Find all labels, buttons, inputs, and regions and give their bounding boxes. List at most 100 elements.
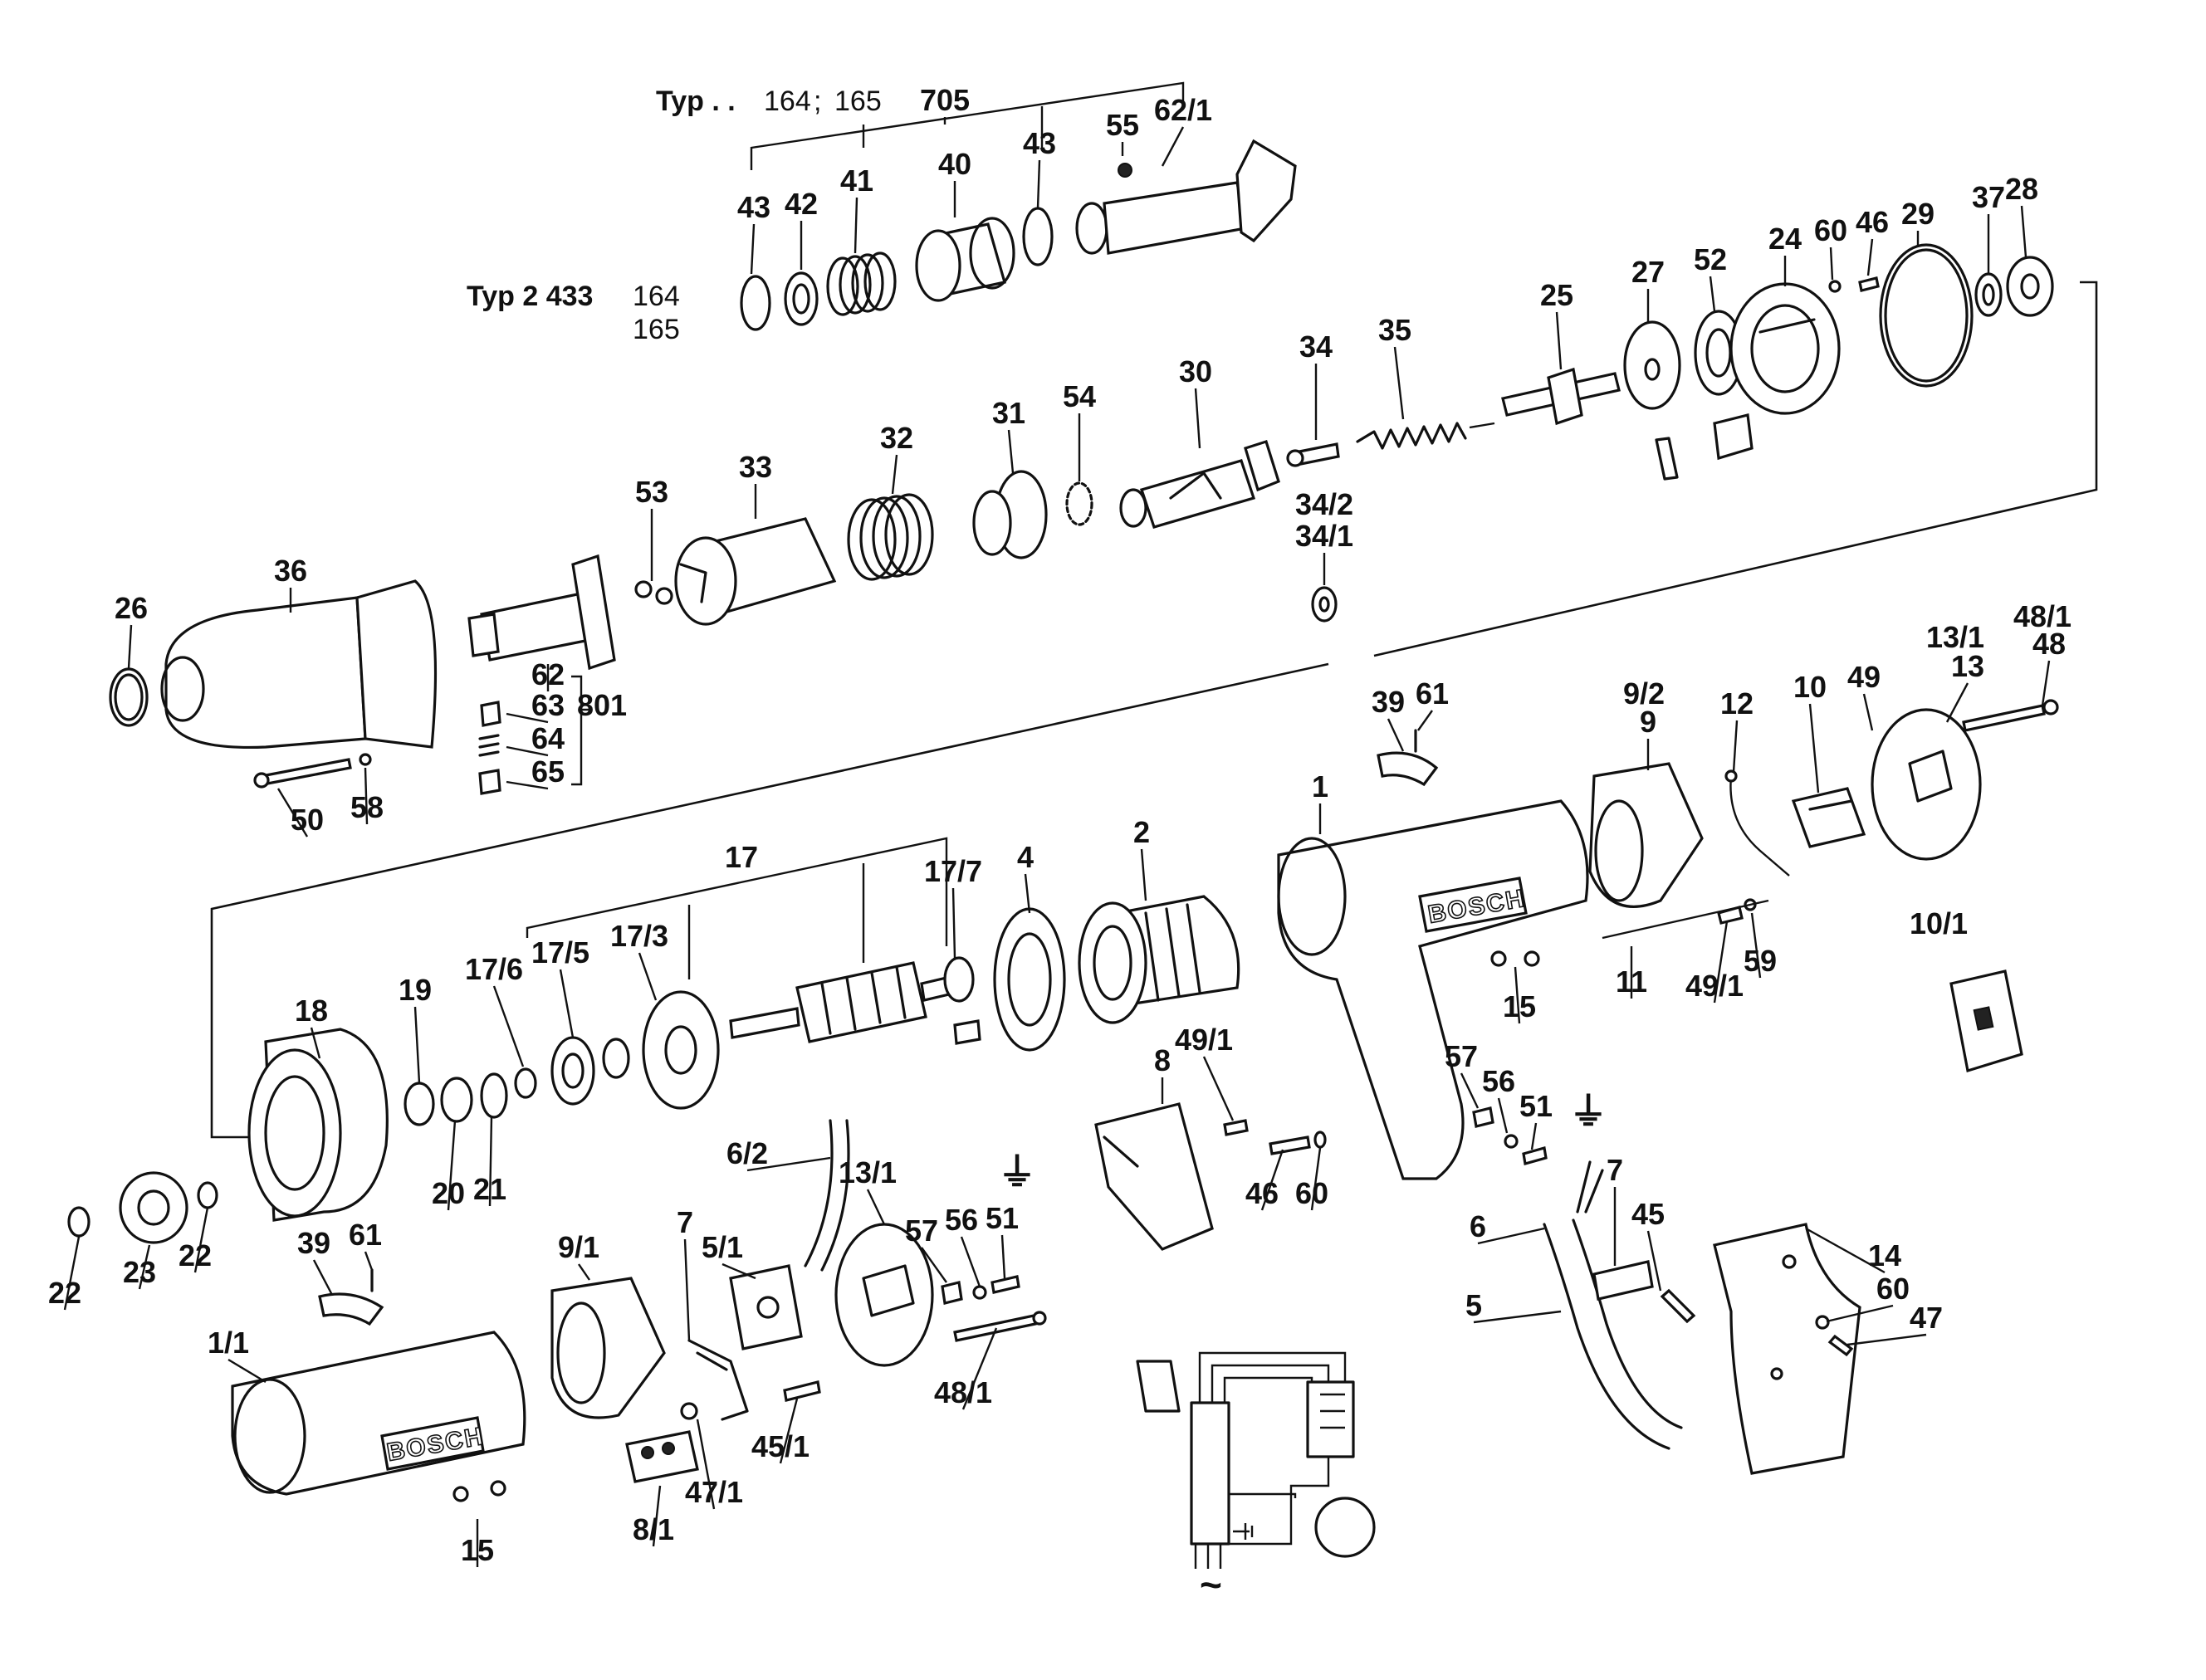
leader-p23 [138, 1244, 151, 1290]
callout-p65: 65 [531, 755, 565, 789]
callout-p17_5: 17/5 [531, 935, 589, 969]
leader-p49 [1862, 693, 1874, 731]
leader-p39a [1387, 718, 1405, 752]
typ-b-164: 164 [633, 281, 680, 312]
callout-p37: 37 [1972, 180, 2005, 214]
leader-p20 [447, 1120, 457, 1211]
leader-p52 [1709, 276, 1716, 312]
shaft-25-shape [1501, 367, 1621, 426]
lower-group: BOSCH [67, 1102, 1861, 1569]
callout-p10_1: 10/1 [1910, 906, 1968, 940]
leader-p17_3 [638, 952, 658, 1001]
leader-p15a [1514, 966, 1521, 1024]
callout-p6: 6 [1470, 1209, 1486, 1243]
callout-p56a: 56 [1482, 1064, 1515, 1098]
leader-p61a [1417, 710, 1433, 731]
callout-p19: 19 [399, 973, 432, 1007]
leader-p21 [488, 1116, 493, 1207]
callout-p48_1b: 48/1 [934, 1375, 992, 1409]
callout-p60a: 60 [1814, 213, 1847, 247]
callout-p33: 33 [739, 450, 772, 484]
clutch-group [109, 243, 2098, 1139]
leader-p60a [1829, 247, 1834, 281]
callout-p63: 63 [531, 688, 565, 722]
stator-2-shape [1078, 895, 1240, 1024]
callout-p32: 32 [880, 421, 913, 455]
leader-p39b [312, 1259, 334, 1296]
ground-icon-lower: ⏚ [998, 1150, 1036, 1194]
leader-p6_2 [746, 1156, 831, 1172]
callout-p17: 17 [725, 840, 758, 874]
callout-p55: 55 [1106, 108, 1139, 142]
callout-p28: 28 [2005, 172, 2038, 206]
typ-number-164: 164 [764, 85, 811, 117]
leader-p57a [1460, 1072, 1480, 1109]
typ-number-165: 165 [834, 85, 882, 117]
callout-p8: 8 [1154, 1043, 1171, 1077]
callout-p4: 4 [1017, 840, 1034, 874]
cover-9-shape [1588, 762, 1704, 908]
callout-leader-lines [63, 117, 2051, 1567]
leader-p5 [1473, 1310, 1562, 1324]
spring-41-shape [826, 252, 897, 316]
leader-p32 [891, 454, 898, 495]
sleeve-40-shape [915, 217, 1015, 302]
leader-p56b [960, 1236, 981, 1287]
callout-p39b: 39 [297, 1226, 330, 1260]
callout-p7a: 7 [1607, 1153, 1623, 1187]
callout-p43a: 43 [737, 190, 770, 224]
callout-p57a: 57 [1445, 1039, 1478, 1073]
leader-p13 [1945, 682, 1969, 723]
leader-p19 [413, 1006, 421, 1084]
leader-p56a [1497, 1097, 1509, 1134]
callout-p29: 29 [1901, 197, 1935, 231]
leader-p48 [2041, 660, 2051, 706]
callout-p14: 14 [1868, 1238, 1901, 1272]
callout-p42: 42 [785, 187, 818, 221]
motor-housing-1-1-shape: BOSCH [231, 1331, 526, 1502]
callout-p18: 18 [295, 994, 328, 1028]
anvil-62-shape [467, 554, 616, 671]
callout-p2: 2 [1133, 815, 1150, 849]
callout-p52: 52 [1694, 242, 1727, 276]
callout-p45: 45 [1631, 1197, 1665, 1231]
armature-17-shape [729, 961, 951, 1043]
callout-p801: 801 [577, 688, 627, 722]
leader-p51a [1530, 1122, 1538, 1150]
typ-b-165: 165 [633, 314, 680, 345]
callout-p47: 47 [1910, 1301, 1943, 1335]
callout-p36: 36 [274, 554, 307, 588]
switch-8-shape [1094, 1102, 1214, 1251]
terminal-block-8-1-shape [625, 1430, 699, 1483]
callout-p40: 40 [938, 147, 971, 181]
callout-p34: 34 [1299, 330, 1333, 364]
circlip-43-shape [740, 275, 771, 331]
callout-p9_1: 9/1 [558, 1230, 599, 1264]
callout-p50: 50 [291, 803, 324, 837]
wiring-schematic [1136, 1351, 1376, 1569]
callout-p45_1: 45/1 [751, 1429, 810, 1463]
leader-p28 [2020, 205, 2027, 258]
callout-p5: 5 [1465, 1288, 1482, 1322]
type-header: Typ . . 164 ; 165 Typ 2 433 164 165 [467, 85, 882, 345]
leader-p18 [310, 1027, 321, 1059]
callout-p47_1: 47/1 [685, 1475, 743, 1509]
callout-p54: 54 [1063, 379, 1096, 413]
leader-p46a [1866, 238, 1874, 276]
leader-p65 [506, 780, 549, 790]
leader-p17_5 [559, 969, 575, 1038]
leader-p58 [364, 767, 369, 825]
callout-p1: 1 [1312, 769, 1328, 803]
callout-p61b: 61 [349, 1218, 382, 1252]
leader-p64 [506, 745, 549, 757]
callout-p39a: 39 [1372, 685, 1405, 719]
callout-p12: 12 [1720, 686, 1754, 720]
callout-p51b: 51 [986, 1201, 1019, 1235]
leader-p10 [1808, 703, 1820, 794]
callout-p60c: 60 [1876, 1272, 1910, 1306]
leader-p59 [1750, 912, 1762, 979]
callout-p56b: 56 [945, 1203, 978, 1237]
handle-14-shape [1713, 1223, 1861, 1475]
